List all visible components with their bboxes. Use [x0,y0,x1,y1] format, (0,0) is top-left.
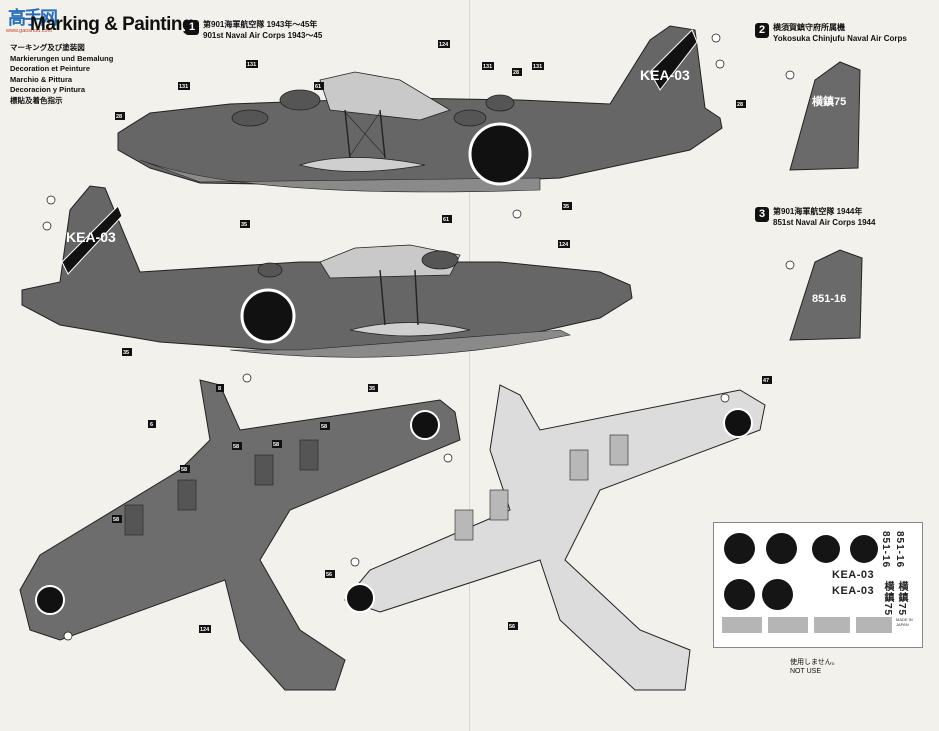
callout-label: 56 [509,624,515,630]
section-number: 1 [185,20,199,35]
callout-label: 35 [241,222,247,228]
callout-label: 58 [321,424,327,430]
registration-decal: KEA-03 [832,569,875,581]
blank-decal [768,617,808,633]
lang-ja: マーキング及び塗装図 [10,43,85,52]
callout-label: 131 [247,62,256,68]
blank-decal [722,617,762,633]
hinomaru-decal [850,535,878,563]
callout-label: 124 [439,42,449,48]
hinomaru-decal [724,579,755,610]
callout-label: 131 [533,64,542,70]
callout-label: 124 [559,242,569,248]
callout-label: 58 [273,442,279,448]
lang-es: Decoracion y Pintura [10,85,86,94]
tail-view-2: 横鎮75 [789,61,861,171]
side-view-1: KEA-03 [117,25,723,193]
code-decal: 851-16 [880,531,891,569]
section-number: 3 [755,207,769,222]
tail-code-side-1: KEA-03 [640,67,690,83]
registration-decal: KEA-03 [832,585,875,597]
section-ja: 第901海軍航空隊 1943年〜45年 [203,20,318,29]
lang-de: Markierungen und Bemalung [10,53,114,63]
code-decal: 横鎮75 [896,581,907,617]
watermark-url: www.gaoshou.com [6,28,53,34]
decal-sheet: KEA-03 KEA-03 851-16 851-16 横鎮75 横鎮75 MA… [713,522,923,648]
lang-fr: Decoration et Peinture [10,64,91,73]
section-ja: 第901海軍航空隊 1944年 [773,207,863,216]
callout-label: 28 [737,102,743,108]
side-view-2: KEA-03 [21,185,633,358]
bottom-view [344,384,766,691]
callout-label: 131 [179,84,188,90]
callout-label: 58 [113,517,119,523]
tail-view-3: 851-16 [789,249,863,341]
watermark-text: 高手网 [8,8,58,28]
tail-code-side-2: KEA-03 [66,229,116,245]
callout-label: 8 [218,386,221,392]
blank-decal [814,617,850,633]
hinomaru-decal [762,579,793,610]
not-use-note: 使用しません。 NOT USE [790,658,839,676]
made-in-label: MADE IN JAPAN [896,617,913,627]
callout-label: 58 [181,467,187,473]
section-en: Yokosuka Chinjufu Naval Air Corps [773,34,907,43]
hinomaru-decal [812,535,840,563]
circle-callouts [42,33,795,641]
section-number: 2 [755,23,769,38]
callout-label: 47 [763,378,769,384]
callout-label: 35 [369,386,375,392]
section-ja: 横須賀鎮守府所属機 [773,23,845,32]
callout-label: 61 [315,84,321,90]
top-view [19,379,461,691]
page-fold [469,0,470,731]
section-en: 901st Naval Air Corps 1943〜45 [203,31,323,40]
not-use-ja: 使用しません。 [790,659,839,666]
not-use-en: NOT USE [790,668,821,675]
section-en: 851st Naval Air Corps 1944 [773,218,876,227]
tail-code-2: 横鎮75 [812,94,846,108]
lang-it: Marchio & Pittura [10,74,73,84]
callout-label: 124 [200,627,210,633]
blank-decal [856,617,892,633]
callout-label: 28 [513,70,519,76]
code-decal: 851-16 [894,531,905,569]
callout-label: 35 [123,350,129,356]
callouts: 124 61 131 131 28 131 131 28 28 35 35 61… [112,40,772,633]
callout-label: 6 [150,422,153,428]
lang-cn: 標貼及着色指示 [10,95,63,105]
hinomaru-decal [766,533,797,564]
language-list: マーキング及び塗装図 Markierungen und Bemalung Dec… [10,43,113,106]
watermark-logo: 高手网 www.gaoshou.com [4,4,72,36]
callout-label: 61 [443,217,449,223]
tail-code-3: 851-16 [812,293,846,305]
callout-label: 131 [483,64,492,70]
callout-label: 28 [116,114,122,120]
callout-label: 58 [233,444,239,450]
hinomaru-decal [724,533,755,564]
page-title: Marking & Painting [30,14,194,35]
callout-label: 56 [326,572,332,578]
code-decal: 横鎮75 [882,581,893,617]
callout-label: 35 [563,204,569,210]
